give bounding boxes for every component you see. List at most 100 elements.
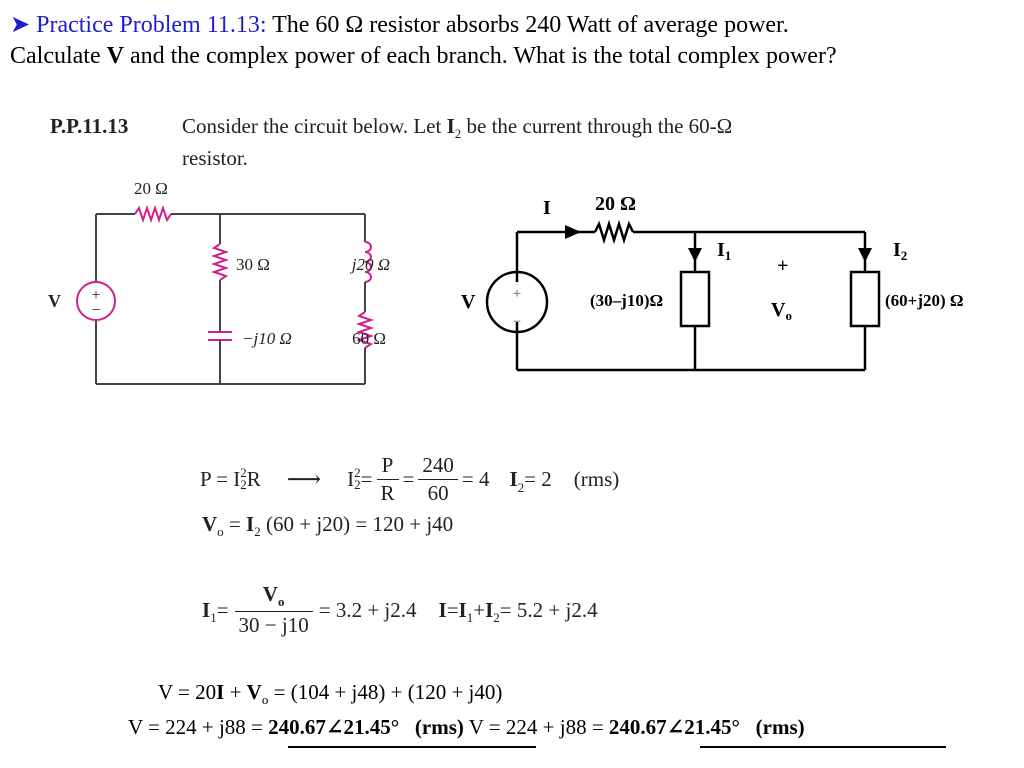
eq1-b-sup: 2	[354, 465, 361, 480]
heading-line-2: Calculate V and the complex power of eac…	[10, 43, 837, 70]
right-I2-main: I	[893, 239, 901, 261]
eq3-total-eq: =	[446, 597, 459, 622]
eq3-eq: =	[216, 597, 229, 622]
bullet-arrow-icon: ➤	[10, 12, 31, 38]
eq2-i: I	[246, 512, 255, 536]
eq4-v-sub: o	[261, 692, 269, 708]
right-plus-sign: +	[777, 255, 788, 277]
eq4-plus: +	[224, 680, 247, 704]
pp-text-a: Consider the circuit below. Let	[182, 114, 447, 138]
eq3-total-i: I	[438, 597, 447, 622]
frac3-den: 30 − j10	[238, 613, 309, 638]
equation-v-expansion: V = 20I + Vo = (104 + j48) + (120 + j40)	[158, 680, 502, 708]
right-source-plus: +	[513, 286, 521, 302]
eq3-total-i1-sub: 1	[466, 610, 474, 625]
eq1-i2-value: = 2	[524, 466, 552, 491]
frac3-num: Vo	[234, 581, 313, 613]
pp-text-c: be the current through the 60-Ω	[461, 114, 733, 138]
frac2-num: 240	[418, 453, 458, 480]
right-source-label: V	[461, 291, 476, 313]
right-r20-label: 20 Ω	[595, 193, 636, 215]
right-I1-main: I	[717, 239, 725, 261]
left-ind-label: j20 Ω	[350, 255, 390, 274]
eq3-i1-sub: 1	[210, 610, 217, 625]
circuit-right: I 20 Ω I1 I2 + Vo (30–j10)Ω (60+j20) Ω V…	[461, 193, 964, 372]
eq5-rms: (rms)	[399, 715, 464, 739]
left-source-label: V	[48, 291, 61, 311]
eq5-answer: 240.67∠21.45°	[268, 715, 400, 739]
heading-line-1: ➤ Practice Problem 11.13: The 60 Ω resis…	[10, 10, 789, 39]
eq3-total-i1: I	[458, 597, 467, 622]
eq2-i-sub: 2	[254, 524, 261, 540]
right-z2-label: (60+j20) Ω	[885, 291, 964, 310]
answer-underline-2	[700, 746, 946, 748]
right-z1-label: (30–j10)Ω	[590, 291, 663, 310]
heading-line2-a: Calculate	[10, 43, 107, 69]
equation-v-final: V = 224 + j88 = 240.67∠21.45° (rms) V = …	[128, 714, 805, 740]
right-current-I: I	[543, 197, 551, 219]
pp-text-i: I	[446, 114, 455, 138]
right-I1-label: I1	[717, 239, 731, 263]
frac3-num-sub: o	[277, 594, 285, 610]
pp-label: P.P.11.13	[50, 114, 129, 138]
eq6-answer: 240.67∠21.45°	[608, 715, 740, 739]
eq1-rms: (rms)	[573, 466, 620, 491]
eq1-p-eq: P = I	[200, 466, 241, 491]
answer-underline-1	[288, 746, 536, 748]
eq4-i: I	[216, 680, 225, 704]
equation-vo: Vo = I2 (60 + j20) = 120 + j40	[202, 512, 453, 540]
eq2-eq: =	[223, 512, 247, 536]
heading-line2-v: V	[106, 43, 124, 69]
left-source-minus: −	[91, 302, 100, 319]
left-r30-label: 30 Ω	[236, 255, 270, 274]
circuit-left: 20 Ω 30 Ω −j10 Ω j20 Ω 60 Ω V + −	[48, 179, 390, 385]
eq1-b-eq: =	[360, 466, 373, 491]
eq1-b-sub: 2	[354, 477, 361, 492]
frac1-num: P	[376, 453, 399, 480]
eq1-result: = 4	[461, 466, 490, 491]
eq4-rest: = (104 + j48) + (120 + j40)	[268, 680, 503, 704]
eq2-v-sub: o	[217, 524, 224, 540]
eq3-plus: +	[473, 597, 486, 622]
left-r60-label: 60 Ω	[352, 329, 386, 348]
eq1-r: R	[246, 466, 261, 491]
frac2-den: 60	[427, 480, 449, 505]
eq4-a: V = 20	[158, 680, 217, 704]
eq4-v: V	[246, 680, 262, 704]
pp-statement: Consider the circuit below. Let I2 be th…	[182, 114, 732, 142]
eq3-total-i2: I	[485, 597, 494, 622]
frac1-den: R	[380, 480, 395, 505]
eq3-total-value: = 5.2 + j2.4	[499, 597, 598, 622]
left-cap-label: −j10 Ω	[242, 329, 292, 348]
eq6-a: V = 224 + j88 =	[463, 715, 609, 739]
right-vo-label: Vo	[771, 299, 792, 323]
eq6-rms: (rms)	[739, 715, 805, 739]
eq1-i2: I	[347, 466, 355, 491]
right-I2-sub: 2	[901, 248, 908, 263]
right-vo-sub: o	[785, 308, 792, 323]
eq1-a-sup: 2	[240, 465, 247, 480]
eq3-total-i2-sub: 2	[493, 610, 500, 625]
right-vo-main: V	[771, 299, 786, 321]
eq3-i1: I	[202, 597, 211, 622]
left-source-plus: +	[91, 287, 100, 304]
right-I2-label: I2	[893, 239, 907, 263]
heading-line2-c: and the complex power of each branch. Wh…	[123, 43, 837, 69]
eq1-arrow-icon: ⟶	[286, 466, 322, 493]
eq1-i2-sub: 2	[517, 480, 525, 495]
pp-text-sub: 2	[454, 126, 462, 142]
frac3-num-v: V	[262, 581, 278, 606]
heading-text: The 60 Ω resistor absorbs 240 Watt of av…	[266, 12, 789, 38]
eq5-a: V = 224 + j88 =	[128, 715, 269, 739]
left-r20-label: 20 Ω	[134, 179, 168, 198]
right-I1-sub: 1	[725, 248, 732, 263]
eq3-value: = 3.2 + j2.4	[318, 597, 417, 622]
problem-label: Practice Problem 11.13:	[36, 12, 267, 38]
eq2-v: V	[202, 512, 218, 536]
eq2-rest: (60 + j20) = 120 + j40	[260, 512, 454, 536]
